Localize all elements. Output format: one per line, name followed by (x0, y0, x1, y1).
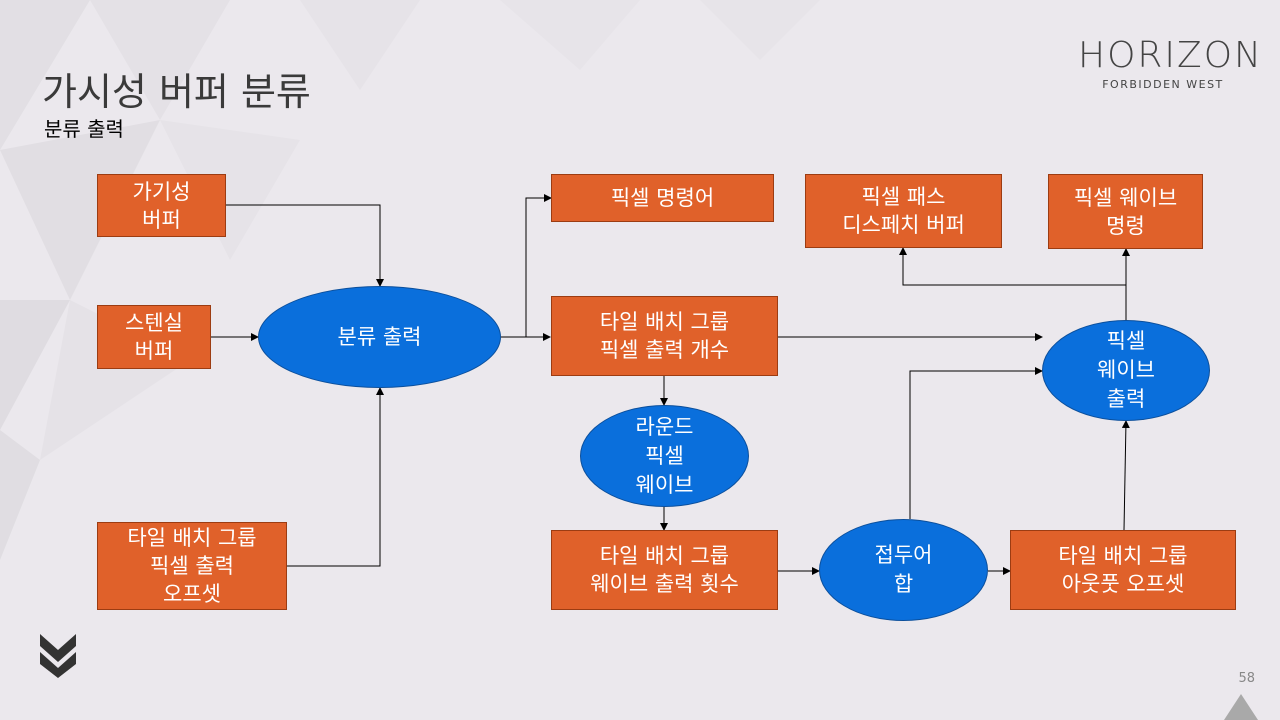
stencil-buffer-box: 스텐실 버퍼 (97, 305, 211, 369)
classify-output-ellipse: 분류 출력 (258, 286, 501, 388)
page-title: 가시성 버퍼 분류 (42, 70, 311, 114)
page-number: 58 (1238, 671, 1255, 686)
visibility-buffer-box: 가기성 버퍼 (97, 174, 226, 237)
page-subtitle: 분류 출력 (44, 117, 124, 141)
tile-pixel-output-offset-box: 타일 배치 그룹 픽셀 출력 오프셋 (97, 522, 287, 610)
pixel-wave-output-ellipse: 픽셀 웨이브 출력 (1042, 320, 1210, 421)
pixel-command-box: 픽셀 명령어 (551, 174, 774, 222)
tile-output-offset-box: 타일 배치 그룹 아웃풋 오프셋 (1010, 530, 1236, 610)
pixel-wave-command-box: 픽셀 웨이브 명령 (1048, 174, 1203, 249)
logo-title: HORIZON (1078, 35, 1263, 76)
tile-wave-output-count-box: 타일 배치 그룹 웨이브 출력 횟수 (551, 530, 778, 610)
horizon-logo: HORIZON FORBIDDEN WEST (1078, 35, 1263, 96)
round-pixel-wave-ellipse: 라운드 픽셀 웨이브 (580, 405, 749, 507)
tile-pixel-output-count-box: 타일 배치 그룹 픽셀 출력 개수 (551, 296, 778, 376)
logo-subtitle: FORBIDDEN WEST (1102, 78, 1224, 91)
corner-triangle-icon (1224, 694, 1258, 720)
pixel-pass-dispatch-buffer-box: 픽셀 패스 디스페치 버퍼 (805, 174, 1002, 248)
guerrilla-logo-icon (40, 634, 76, 678)
prefix-sum-ellipse: 접두어 합 (819, 519, 988, 621)
